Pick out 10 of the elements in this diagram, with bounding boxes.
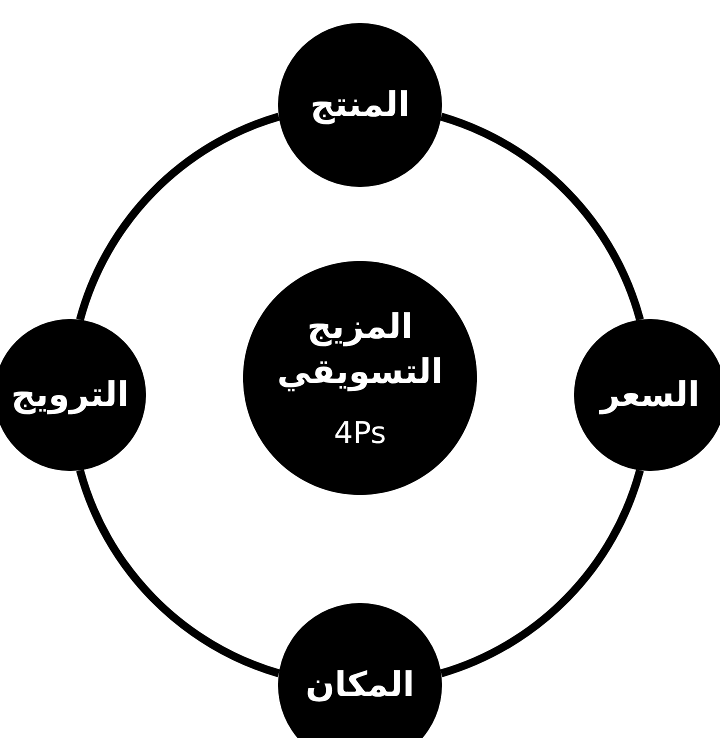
node-label: السعر bbox=[600, 374, 700, 417]
node-subtitle: 4Ps bbox=[334, 416, 386, 451]
connector-arc bbox=[440, 112, 644, 321]
node-label: الترويج bbox=[11, 374, 129, 417]
node-label: المكان bbox=[306, 664, 414, 707]
node-label: المنتج bbox=[310, 84, 410, 127]
connector-arc bbox=[76, 469, 280, 678]
connector-arc bbox=[76, 112, 280, 321]
connector-arc bbox=[440, 469, 644, 678]
node-label: المزيج التسويقي bbox=[276, 306, 444, 394]
